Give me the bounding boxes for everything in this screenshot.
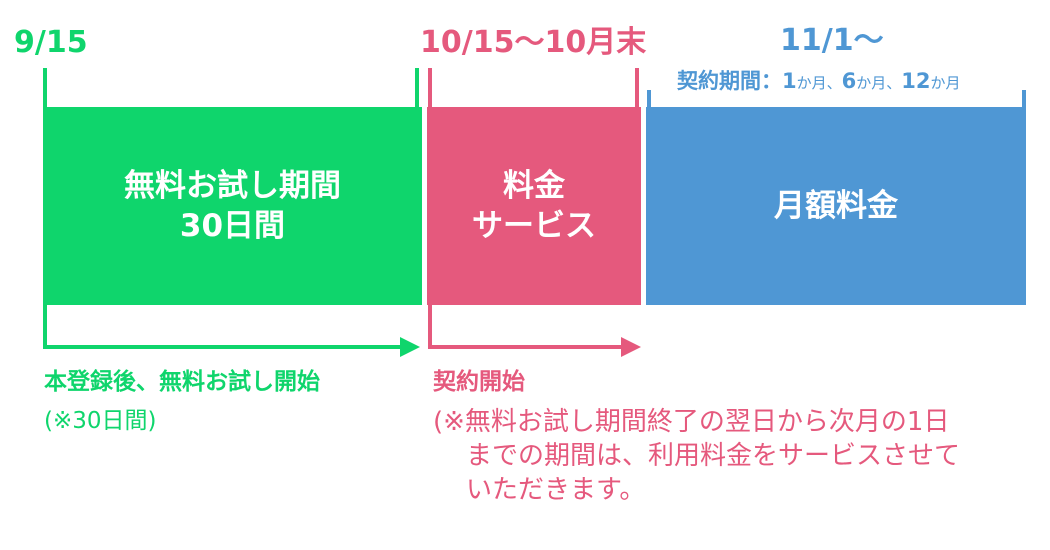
trial-block-days: 30日間 (179, 208, 286, 244)
service-block-line2: サービス (472, 208, 596, 244)
service-note-line2: までの期間は、利用料金をサービスさせて (466, 441, 961, 471)
service-note-line3: いただきます。 (466, 475, 646, 505)
contract-option-12: 12 (901, 69, 931, 93)
trial-block-title: 無料お試し期間 (124, 167, 341, 204)
service-period-date: 10/15～10月末 (420, 25, 647, 60)
service-block-line1: 料金 (503, 167, 565, 204)
monthly-bracket-left (647, 90, 651, 108)
contract-option-6: 6 (841, 69, 857, 93)
service-arrow-head-icon (621, 337, 641, 357)
service-bracket-left (428, 68, 432, 108)
trial-start-date: 9/15 (14, 25, 88, 60)
trial-days-note: (※30日間) (44, 408, 157, 434)
trial-arrow-head-icon (400, 337, 420, 357)
monthly-bracket-right (1022, 90, 1026, 108)
service-note-line1: (※無料お試し期間終了の翌日から次月の1日 (433, 407, 950, 437)
monthly-start-date: 11/1～ (780, 23, 884, 58)
contract-start-note: 契約開始 (433, 369, 525, 395)
contract-unit-12: か月 (930, 74, 961, 92)
trial-bracket-right (415, 68, 419, 108)
contract-period-text: 契約期間：1か月、6か月、12か月 (677, 71, 961, 92)
trial-bracket-left (43, 68, 47, 108)
trial-start-note: 本登録後、無料お試し開始 (44, 369, 320, 395)
service-period-block: 料金 サービス (427, 107, 641, 305)
contract-unit-1: か月、 (796, 74, 842, 92)
service-arrow-line (428, 345, 624, 349)
trial-arrow-line (43, 345, 403, 349)
trial-arrow-stem (43, 305, 47, 349)
monthly-fee-block: 月額料金 (646, 107, 1026, 305)
contract-unit-6: か月、 (856, 74, 902, 92)
contract-option-1: 1 (782, 69, 797, 93)
service-arrow-stem (428, 305, 432, 349)
monthly-block-title: 月額料金 (774, 187, 898, 224)
service-bracket-right (635, 68, 639, 108)
contract-period-label: 契約期間： (677, 69, 782, 93)
trial-period-block: 無料お試し期間 30日間 (43, 107, 422, 305)
